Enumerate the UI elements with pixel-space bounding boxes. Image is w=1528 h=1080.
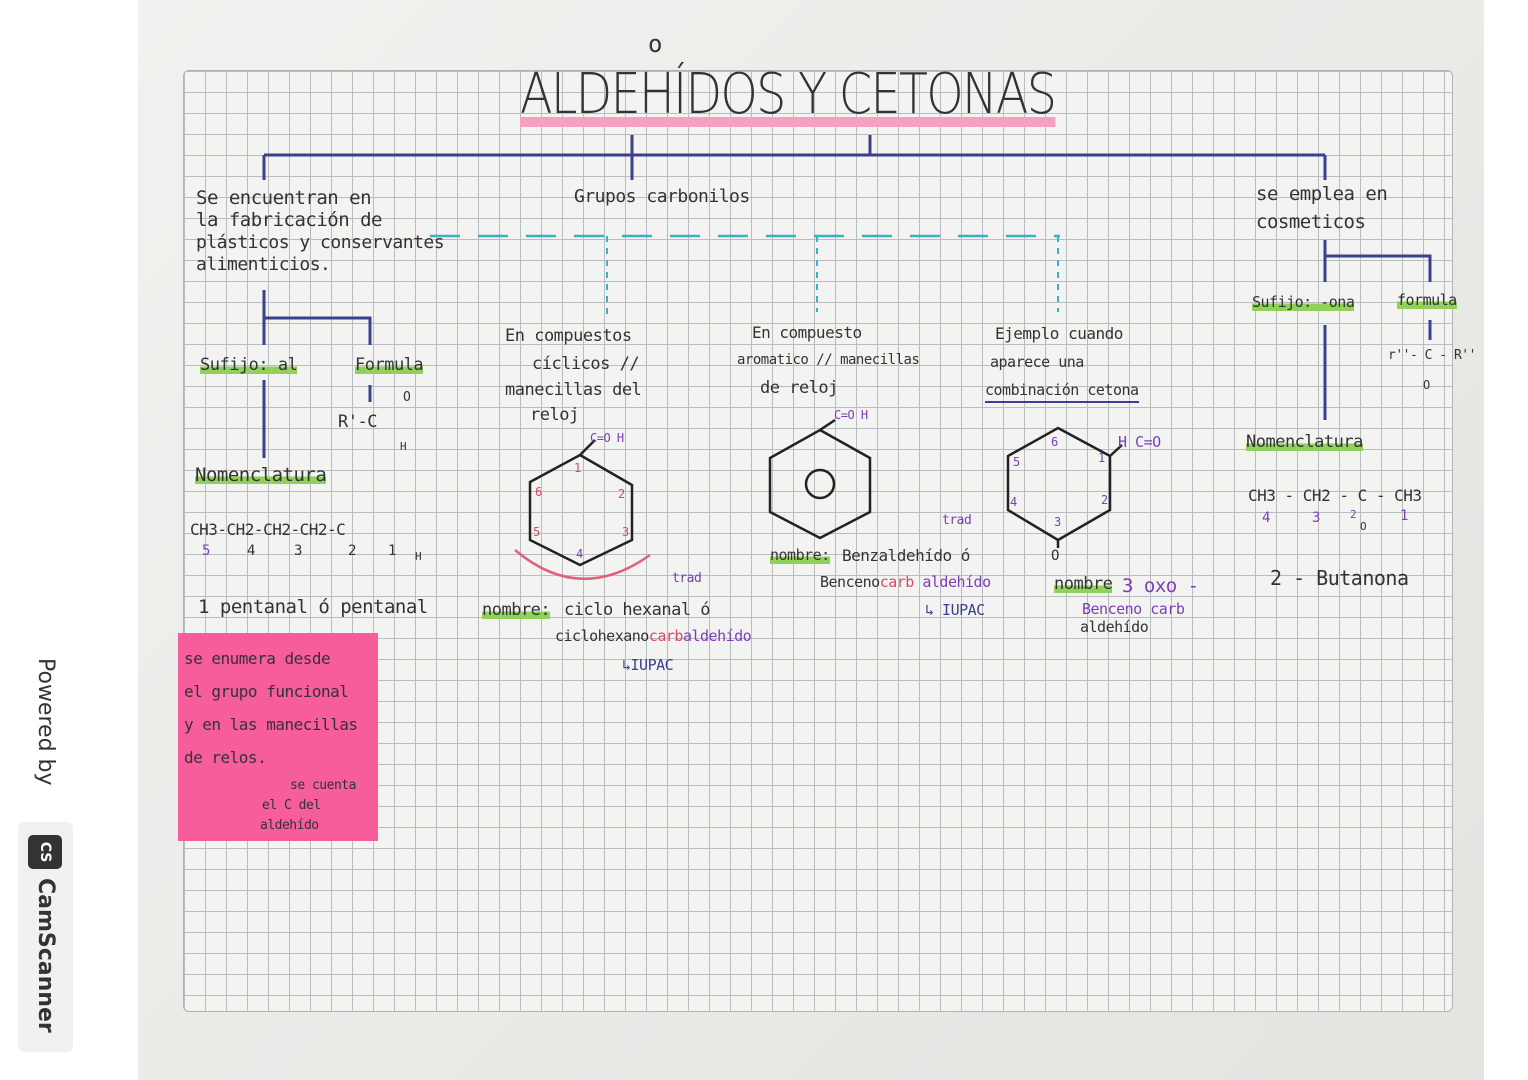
iupac-part: aldehído (922, 573, 991, 591)
note-sub-line: el C del (262, 798, 321, 813)
cyclic-desc: En compuestos (505, 326, 632, 346)
carbon-number: 2 (1350, 508, 1357, 521)
carbon-number: 3 (294, 543, 302, 559)
ketone-suffix: Sufijo: -ona (1252, 292, 1355, 313)
formula-hydrogen: H (400, 440, 407, 453)
benzaldehyde-name: Benzaldehído ó (842, 546, 970, 565)
aromatic-desc: de reloj (760, 378, 838, 398)
pentanal-chain: CH3-CH2-CH2-CH2-C (190, 520, 346, 539)
example-desc: Ejemplo cuando (995, 324, 1123, 343)
ring-number: 5 (1013, 455, 1020, 469)
title-accent: o (648, 30, 662, 58)
uses-line: la fabricación de (196, 209, 382, 231)
butanone-name: 2 - Butanona (1270, 566, 1409, 590)
carbon-number: 3 (1312, 510, 1320, 526)
ketone-group: H C=O (1118, 433, 1161, 451)
trad-label: trad (672, 571, 702, 586)
formula-oxygen: O (1423, 378, 1430, 392)
pentanal-name: 1 pentanal ó pentanal (198, 596, 428, 618)
iupac-part: Benceno (820, 573, 880, 591)
carbon-number: 4 (247, 543, 255, 559)
name-label: nombre: (482, 600, 551, 621)
ring-number: 1 (1098, 451, 1105, 465)
iupac-tag: ↳ IUPAC (925, 601, 985, 619)
aldehyde-formula: R'-C (338, 412, 377, 432)
ring-number: 1 (574, 461, 581, 475)
uses-line: Se encuentran en (196, 187, 372, 209)
iupac-part: ciclohexano (555, 627, 649, 645)
uses-line: plásticos y conservantes (196, 232, 445, 253)
example-desc: aparece una (990, 353, 1084, 371)
carbon-number: 5 (202, 543, 210, 559)
aldehyde-suffix: Sufijo: al (200, 355, 298, 376)
name-label: nombre: (770, 545, 830, 566)
butanone-chain: CH3 - CH2 - C - CH3 (1248, 486, 1422, 505)
iupac-part: aldehído (682, 627, 752, 645)
example-name-rest: aldehído (1080, 618, 1149, 636)
aromatic-desc: En compuesto (752, 323, 862, 342)
ring-number: 5 (533, 525, 540, 539)
ketone-formula-label: formula (1397, 290, 1457, 311)
aldehyde-group: C=O H (590, 431, 624, 445)
ring-number: 3 (1054, 515, 1061, 529)
carbon-number: 1 (1400, 508, 1408, 524)
example-desc: combinación cetona (985, 380, 1139, 403)
ring-number: 2 (1101, 493, 1108, 507)
iupac-part: carb (648, 627, 684, 645)
ketone-nomenclature-label: Nomenclatura (1246, 432, 1363, 453)
aldehyde-formula-label: Formula (355, 355, 424, 376)
ring-number: 6 (535, 485, 542, 499)
example-name-rest: Benceno carb (1082, 600, 1185, 618)
ketone-uses: cosmeticos (1256, 211, 1366, 233)
ring-number: 4 (576, 547, 583, 561)
aldehyde-nomenclature-label: Nomenclatura (195, 464, 327, 486)
ketone-oxygen: O (1051, 548, 1059, 564)
ketone-uses: se emplea en (1256, 183, 1388, 205)
ring-number: 3 (622, 525, 629, 539)
cyclic-desc: cíclicos // (532, 354, 640, 374)
carbon-number: 2 (348, 543, 356, 559)
ketone-formula: r''- C - R'' (1388, 348, 1476, 363)
trad-label: trad (942, 513, 972, 528)
grid-paper (183, 70, 1453, 1012)
cyclic-desc: reloj (530, 405, 579, 425)
sticky-note (178, 633, 378, 841)
chain-oxygen: O (1360, 520, 1367, 533)
name-label: nombre (1054, 574, 1113, 595)
note-sub-line: se cuenta (290, 778, 356, 793)
iupac-part: carb (879, 573, 915, 591)
example-name: 3 oxo - (1122, 575, 1199, 597)
aldehyde-group: C=O H (834, 408, 868, 422)
aromatic-desc: aromatico // manecillas (737, 352, 920, 368)
carbonyl-groups-label: Grupos carbonilos (574, 186, 750, 207)
ring-number: 2 (618, 487, 625, 501)
cyclohexanal-name: ciclo hexanal ó (564, 600, 711, 620)
iupac-tag: ↳IUPAC (622, 656, 674, 674)
ring-number: 6 (1051, 435, 1058, 449)
ring-number: 4 (1010, 495, 1017, 509)
note-line: de relos. (184, 748, 267, 767)
carbon-number: 4 (1262, 510, 1270, 526)
formula-oxygen: O (403, 390, 411, 405)
note-line: y en las manecillas (184, 715, 358, 734)
note-sub-line: aldehído (260, 818, 319, 833)
note-line: el grupo funcional (184, 682, 349, 701)
page-title: ALDEHÍDOS Y CETONAS (520, 62, 1057, 127)
chain-hydrogen: H (415, 550, 422, 563)
cyclic-desc: manecillas del (505, 380, 642, 400)
carbon-number: 1 (388, 543, 396, 559)
uses-line: alimenticios. (196, 254, 331, 275)
note-line: se enumera desde (184, 649, 331, 668)
